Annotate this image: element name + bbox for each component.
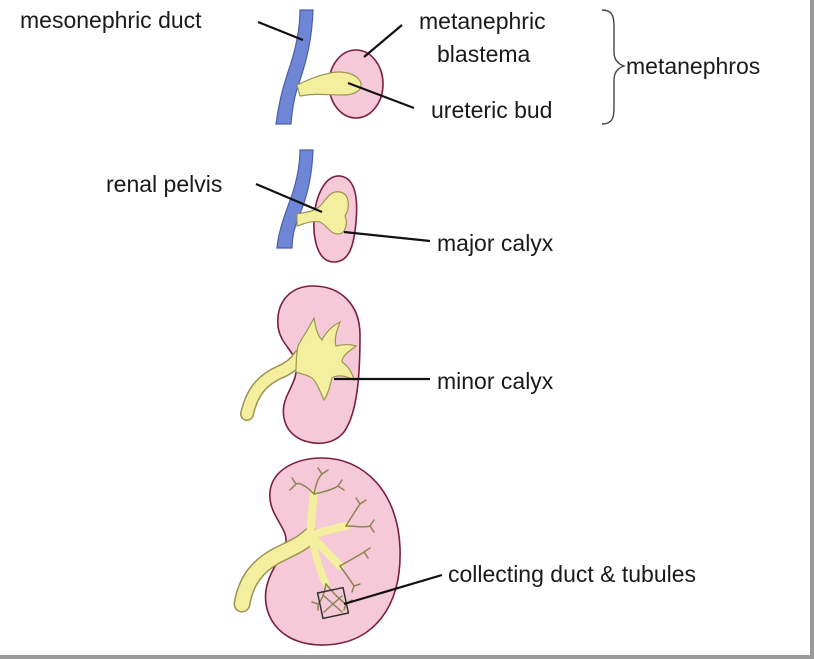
label-renal-pelvis: renal pelvis [106,171,222,197]
collecting-branch-upper [310,494,314,536]
leader-metanephric-blastema [364,25,402,57]
stage-3-group: minor calyx [247,286,554,443]
label-mesonephric-duct: mesonephric duct [20,7,202,33]
label-metanephric-line1: metanephric [419,8,546,34]
stage-4-group: collecting duct & tubules [242,458,696,645]
label-major-calyx: major calyx [437,230,554,256]
label-minor-calyx: minor calyx [437,368,554,394]
leader-major-calyx [344,232,430,241]
leader-mesonephric-duct [258,22,303,40]
label-metanephros: metanephros [626,53,760,79]
metanephros-brace [602,10,624,124]
stage-1-group: mesonephric duct metanephric blastema ur… [20,7,760,124]
label-collecting-duct: collecting duct & tubules [448,561,696,587]
stage-2-group: renal pelvis major calyx [106,150,554,262]
label-ureteric-bud: ureteric bud [431,97,552,123]
mesonephric-duct-shape [276,10,313,124]
mesonephric-duct-stage2-shape [277,150,313,248]
label-metanephric-line2: blastema [437,41,531,67]
